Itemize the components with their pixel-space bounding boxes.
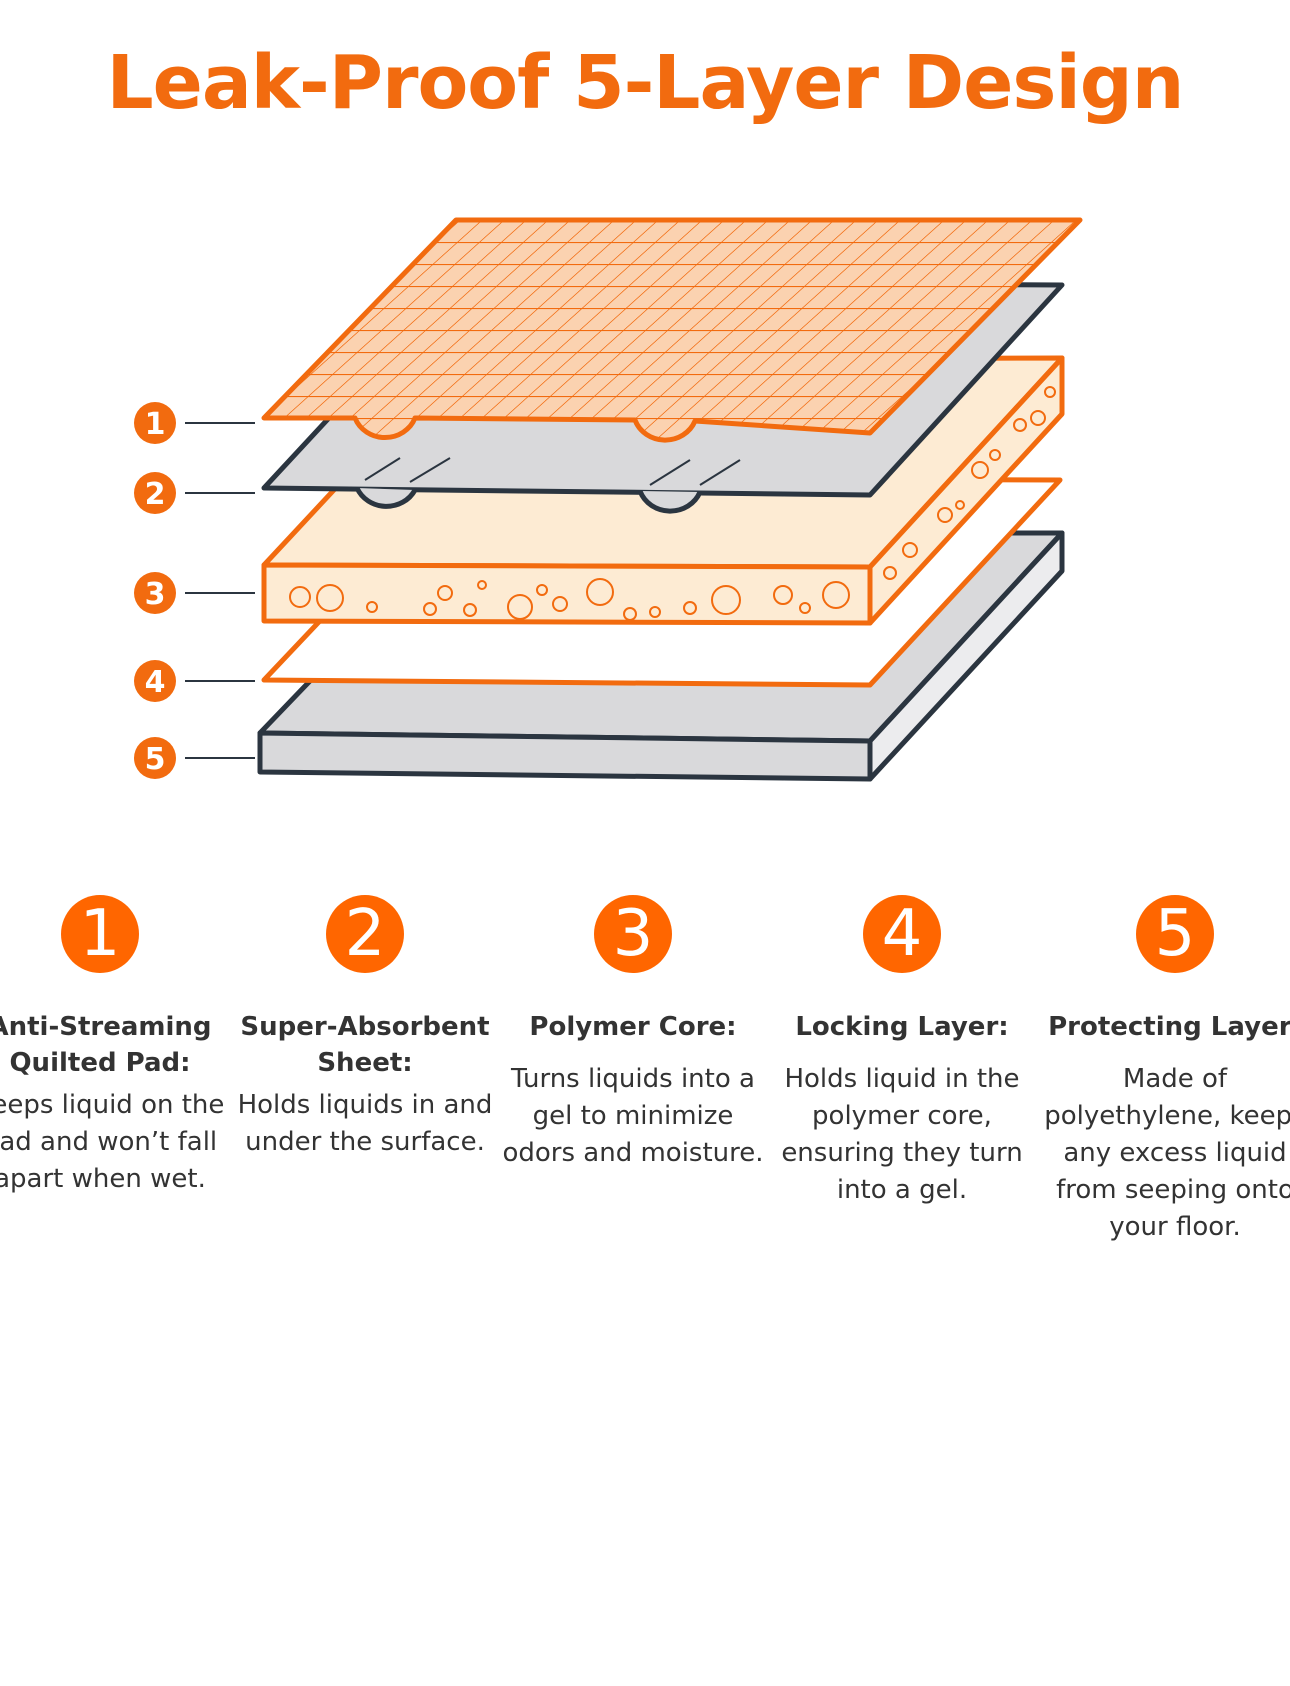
- layer-title: Super-Absorbent Sheet:: [240, 1012, 490, 1078]
- svg-text:5: 5: [145, 742, 166, 777]
- layer-card-3: 3 Polymer Core: Turns liquids into a gel…: [493, 895, 773, 1172]
- layer-number-badge: 1: [61, 895, 139, 973]
- layer-number-badge: 2: [326, 895, 404, 973]
- layer-card-1: 1 Anti-Streaming Quilted Pad: Keeps liqu…: [0, 895, 240, 1198]
- layer-description: Holds liquid in the polymer core, ensuri…: [781, 1064, 1023, 1205]
- layer-number-badge: 5: [1136, 895, 1214, 973]
- layer-title: Anti-Streaming Quilted Pad:: [0, 1012, 212, 1078]
- layer-title: Polymer Core:: [529, 1012, 737, 1042]
- layer-number-badge: 4: [863, 895, 941, 973]
- svg-text:3: 3: [145, 577, 166, 612]
- svg-text:4: 4: [145, 665, 166, 700]
- layer-description: Turns liquids into a gel to minimize odo…: [502, 1064, 764, 1168]
- layer-description: Made of polyethylene, keeps any excess l…: [1044, 1064, 1290, 1242]
- layer-description: Keeps liquid on the pad and won’t fall a…: [0, 1090, 225, 1194]
- layer-card-4: 4 Locking Layer: Holds liquid in the pol…: [762, 895, 1042, 1209]
- layer-title: Locking Layer:: [795, 1012, 1009, 1042]
- svg-text:2: 2: [145, 477, 166, 512]
- layer-card-5: 5 Protecting Layer: Made of polyethylene…: [1040, 895, 1290, 1246]
- marker-4: 4: [134, 660, 255, 702]
- marker-2: 2: [134, 472, 255, 514]
- layer-card-2: 2 Super-Absorbent Sheet: Holds liquids i…: [225, 895, 505, 1161]
- layer-description: Holds liquids in and under the surface.: [237, 1090, 493, 1157]
- layer-1-quilted-pad: [261, 217, 1083, 443]
- layer-title: Protecting Layer:: [1048, 1012, 1290, 1042]
- marker-3: 3: [134, 572, 255, 614]
- layer-diagram: 1 2 3 4 5: [134, 217, 1083, 782]
- marker-5: 5: [134, 737, 255, 779]
- marker-1: 1: [134, 402, 255, 444]
- page-title: Leak-Proof 5-Layer Design: [106, 40, 1185, 126]
- layer-number-badge: 3: [594, 895, 672, 973]
- svg-text:1: 1: [145, 407, 166, 442]
